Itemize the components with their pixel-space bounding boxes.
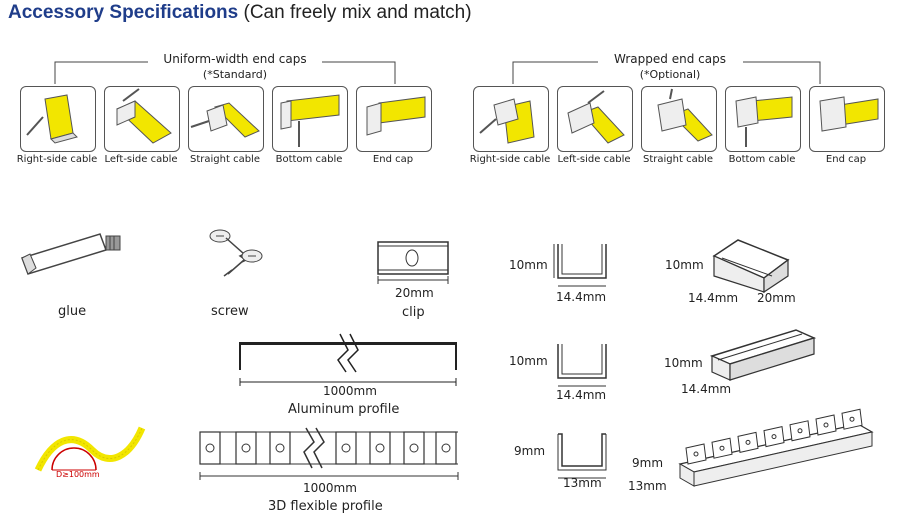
p5-height: 9mm xyxy=(514,444,546,458)
flex-label: 3D flexible profile xyxy=(268,499,383,514)
uniform-label-end: End cap xyxy=(372,154,414,165)
title-sub: (Can freely mix and match) xyxy=(238,2,472,23)
aluminum-label: Aluminum profile xyxy=(288,402,400,417)
end-cap-illustration xyxy=(190,102,260,138)
uniform-heading: Uniform-width end caps (*Standard) xyxy=(163,52,307,81)
wrapped-cap-end xyxy=(809,86,885,152)
p2-width: 14.4mm xyxy=(688,291,739,305)
uniform-label-left-side: Left-side cable xyxy=(104,154,178,165)
wrapped-label-right-side: Right-side cable xyxy=(469,154,551,165)
bend-radius-label: D≥100mm xyxy=(56,470,100,479)
wrapped-cap-right-side xyxy=(473,86,549,152)
p2-height: 10mm xyxy=(665,258,704,272)
end-cap-illustration xyxy=(479,98,535,144)
profile-3d-flexible xyxy=(678,408,874,487)
p1-height: 10mm xyxy=(509,258,548,272)
end-cap-illustration xyxy=(280,94,340,147)
end-cap-illustration xyxy=(657,88,713,142)
p4-width: 14.4mm xyxy=(681,382,732,396)
wrapped-label-left-side: Left-side cable xyxy=(557,154,631,165)
p4-height: 10mm xyxy=(664,356,703,370)
profile-section-1 xyxy=(553,244,607,287)
clip-label: clip xyxy=(402,305,425,320)
flex-length: 1000mm xyxy=(303,481,357,495)
screw-label: screw xyxy=(211,304,249,319)
aluminum-profile-icon xyxy=(239,333,457,386)
end-cap-illustration xyxy=(567,90,625,144)
p6-width: 13mm xyxy=(628,479,667,493)
p5-width: 13mm xyxy=(563,476,602,490)
uniform-cap-left-side xyxy=(104,86,180,152)
profile-3d-short xyxy=(712,239,790,294)
wrapped-label-straight: Straight cable xyxy=(643,154,713,165)
end-cap-illustration xyxy=(819,96,879,132)
end-cap-illustration xyxy=(366,96,426,136)
end-cap-illustration xyxy=(116,88,172,144)
p2-length: 20mm xyxy=(757,291,796,305)
glue-icon xyxy=(21,233,121,275)
uniform-cap-straight xyxy=(188,86,264,152)
end-cap-illustration xyxy=(26,94,78,144)
profile-section-3 xyxy=(557,433,607,479)
p3-height: 10mm xyxy=(509,354,548,368)
uniform-cap-bottom xyxy=(272,86,348,152)
wrapped-label-bottom: Bottom cable xyxy=(728,154,796,165)
wrapped-cap-straight xyxy=(641,86,717,152)
p1-width: 14.4mm xyxy=(556,290,607,304)
glue-label: glue xyxy=(58,304,87,319)
profile-section-2 xyxy=(557,344,607,387)
screw-icon xyxy=(209,229,263,277)
clip-dimension: 20mm xyxy=(395,286,434,300)
wrapped-cap-bottom xyxy=(725,86,801,152)
uniform-cap-end xyxy=(356,86,432,152)
wrapped-cap-left-side xyxy=(557,86,633,152)
clip-icon xyxy=(377,241,449,284)
uniform-cap-right-side xyxy=(20,86,96,152)
uniform-label-straight: Straight cable xyxy=(190,154,260,165)
flexible-profile-icon xyxy=(199,427,459,480)
title-main: Accessory Specifications xyxy=(8,2,239,23)
aluminum-length: 1000mm xyxy=(323,384,377,398)
p6-height: 9mm xyxy=(632,456,664,470)
wrapped-heading: Wrapped end caps (*Optional) xyxy=(614,52,726,81)
uniform-label-bottom: Bottom cable xyxy=(275,154,343,165)
page-title: Accessory Specifications (Can freely mix… xyxy=(8,2,472,24)
p3-width: 14.4mm xyxy=(556,388,607,402)
end-cap-illustration xyxy=(735,96,793,147)
bend-radius-icon xyxy=(34,426,146,472)
uniform-label-right-side: Right-side cable xyxy=(16,154,98,165)
wrapped-label-end: End cap xyxy=(825,154,867,165)
profile-3d-long xyxy=(709,329,817,381)
